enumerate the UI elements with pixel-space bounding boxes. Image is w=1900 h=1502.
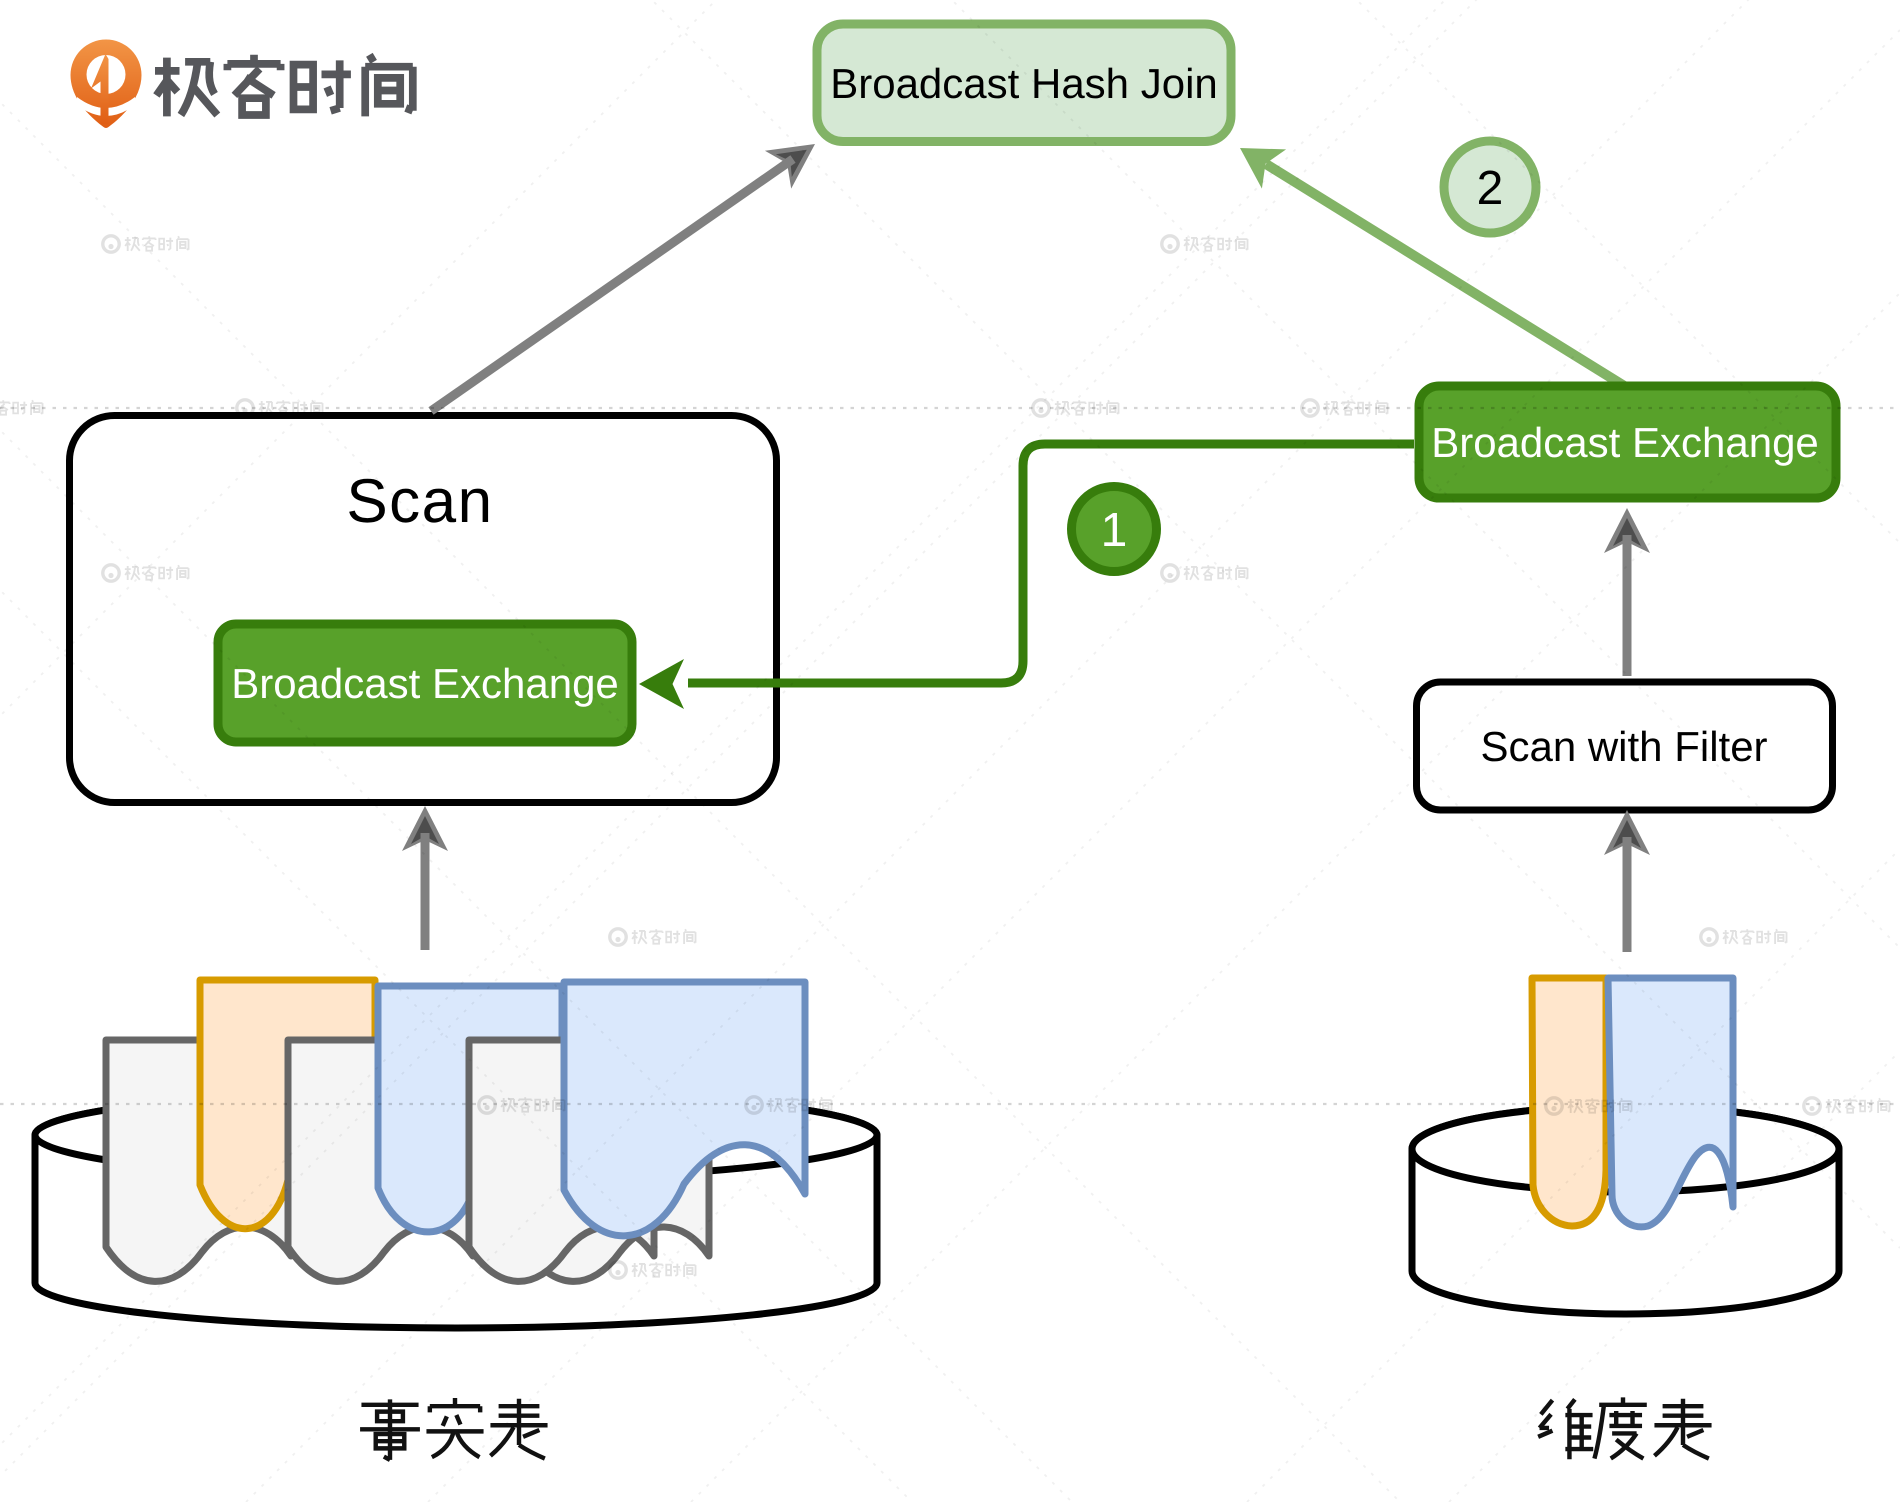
svg-text:Broadcast Hash Join: Broadcast Hash Join bbox=[830, 60, 1218, 107]
svg-text:Scan with Filter: Scan with Filter bbox=[1480, 723, 1767, 770]
svg-text:Scan: Scan bbox=[346, 467, 493, 536]
svg-text:2: 2 bbox=[1477, 162, 1504, 215]
svg-text:1: 1 bbox=[1101, 504, 1128, 557]
svg-text:Broadcast Exchange: Broadcast Exchange bbox=[231, 660, 619, 707]
svg-text:Broadcast Exchange: Broadcast Exchange bbox=[1431, 419, 1819, 466]
